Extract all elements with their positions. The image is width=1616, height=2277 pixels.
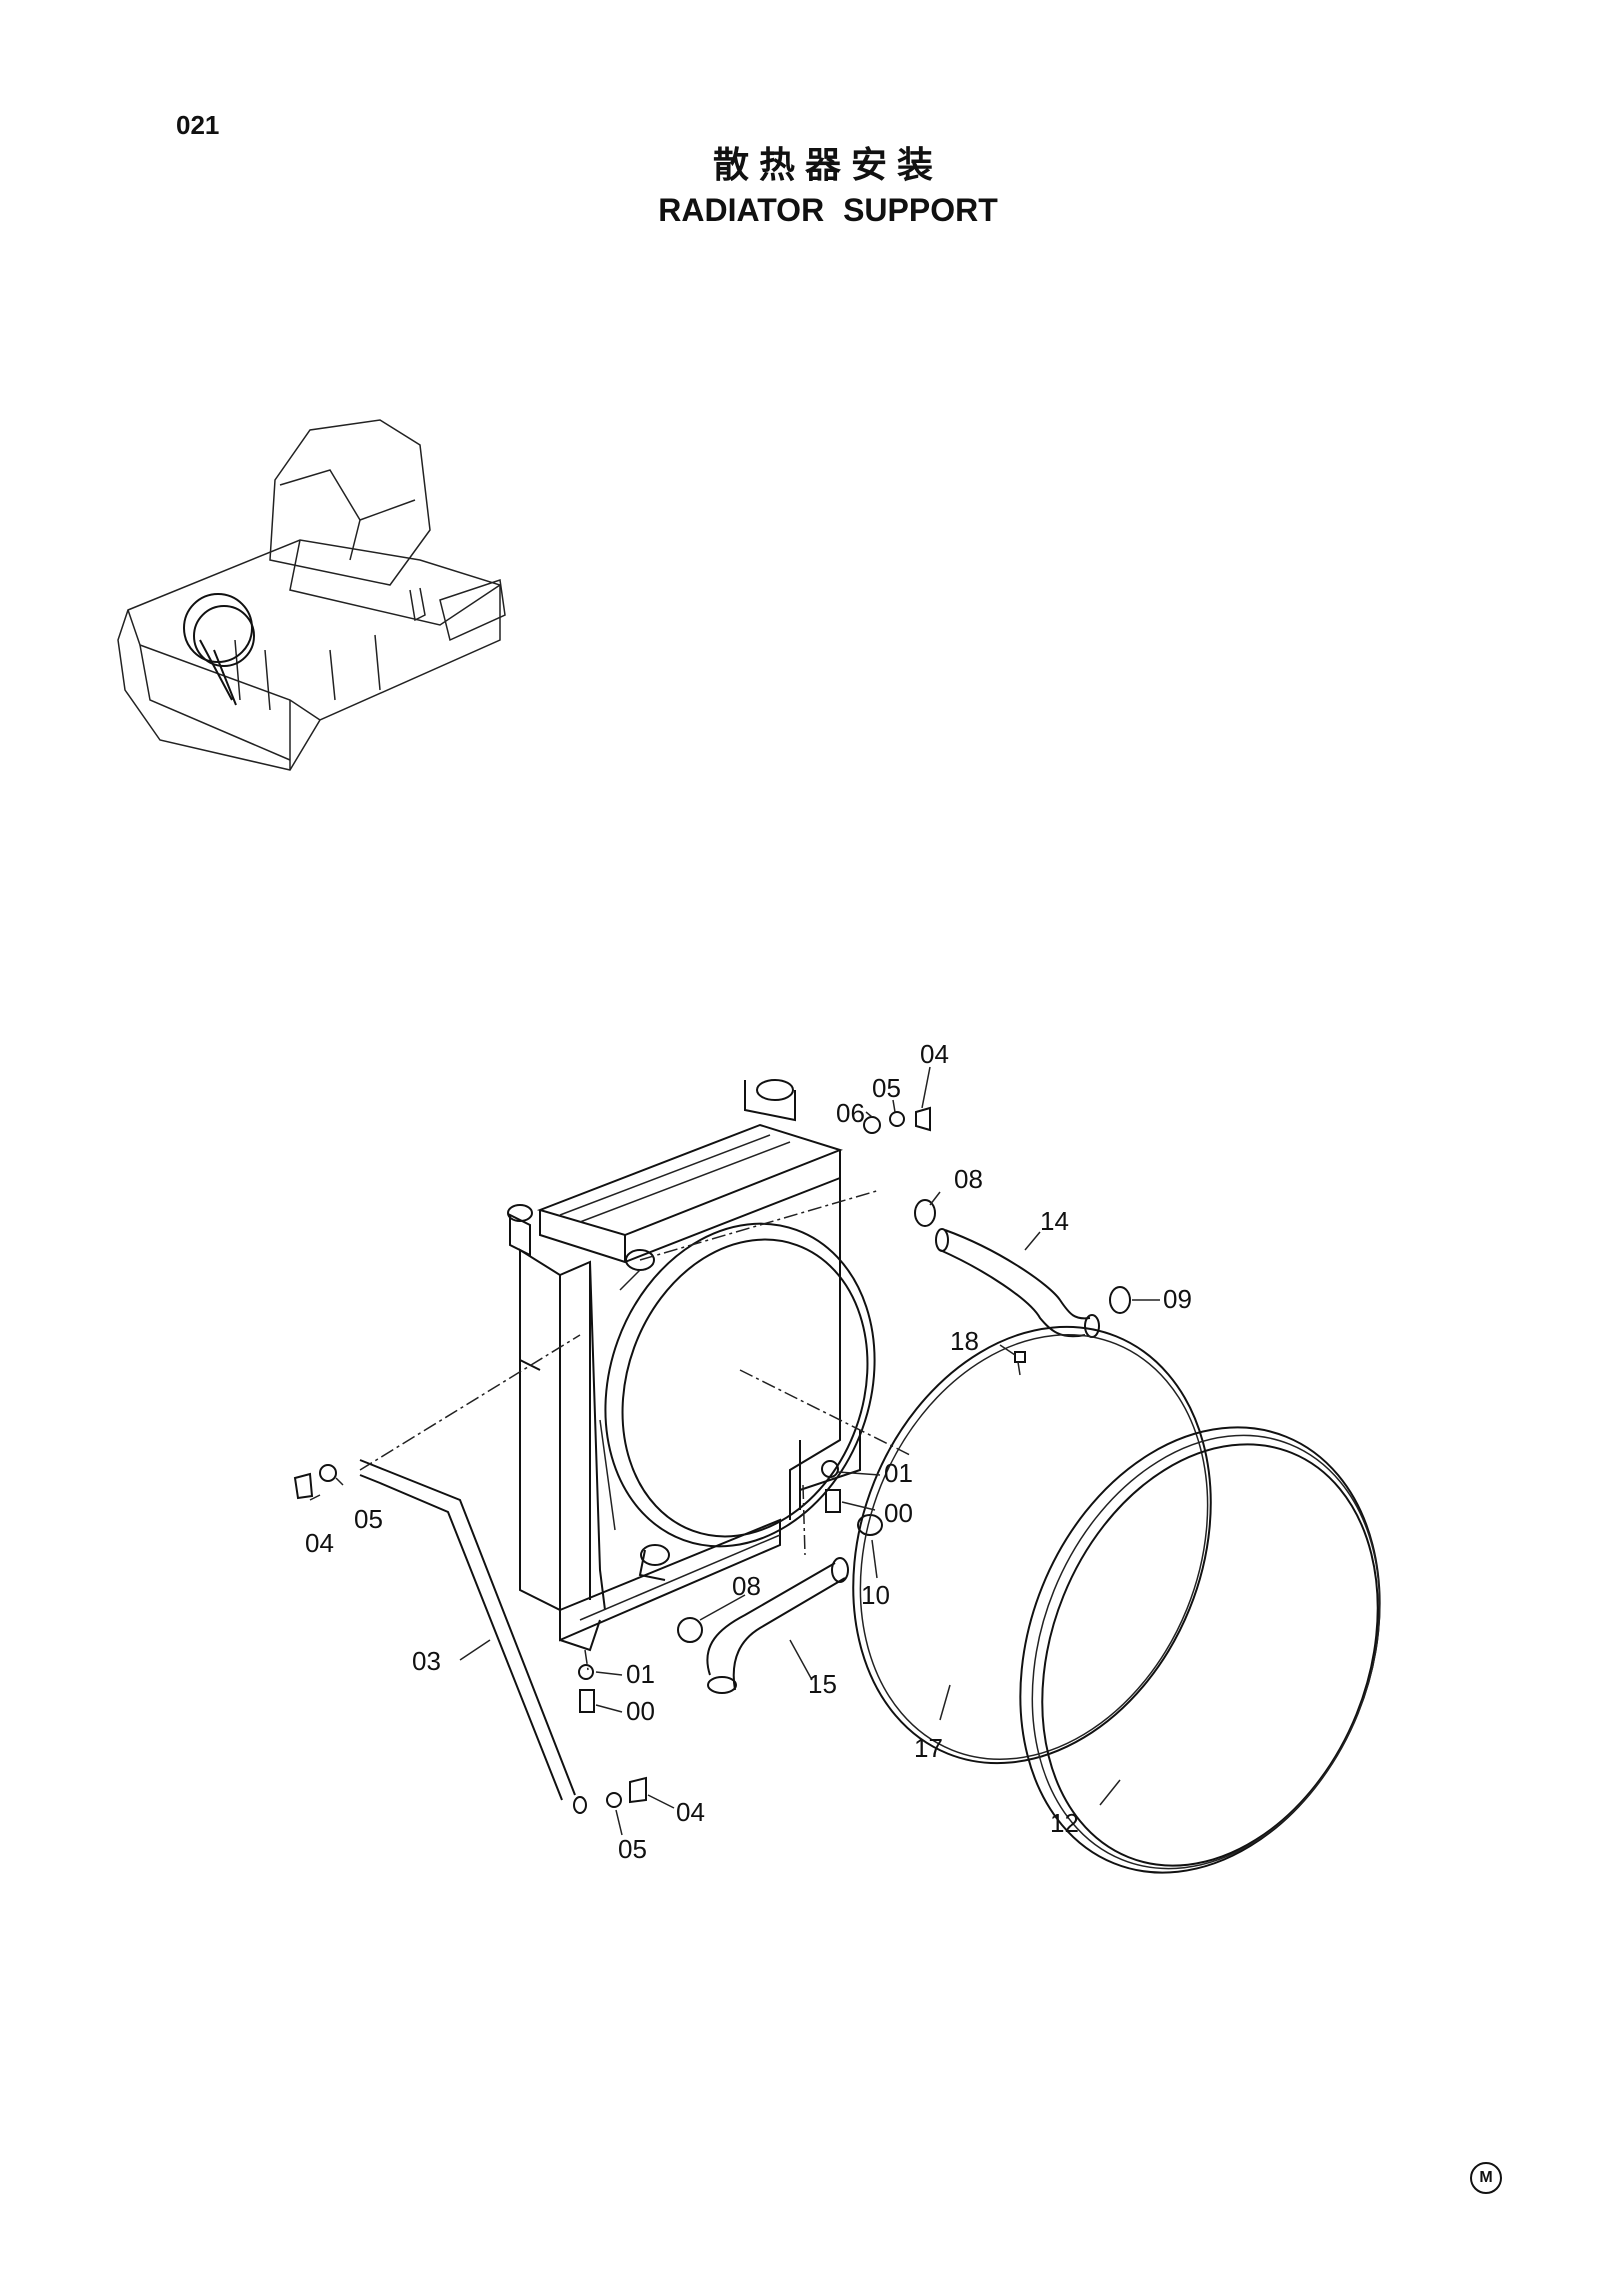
alignment-line <box>802 1484 806 1556</box>
alignment-line <box>359 1334 581 1471</box>
leader-lines <box>309 1066 1160 1836</box>
fasteners <box>293 1106 1026 1808</box>
upper-hose <box>935 1228 1100 1338</box>
callout-14: 14 <box>1040 1206 1069 1236</box>
callout-10: 10 <box>861 1580 890 1610</box>
callout-01-lower: 01 <box>626 1659 655 1689</box>
callout-15: 15 <box>808 1669 837 1699</box>
callout-04-left: 04 <box>305 1528 334 1558</box>
callout-05-left: 05 <box>354 1504 383 1534</box>
callout-00-right: 00 <box>884 1498 913 1528</box>
hose-clamp-08-upper <box>914 1199 936 1227</box>
callout-08-lower: 08 <box>732 1571 761 1601</box>
page-number: 021 <box>176 110 220 140</box>
alignment-line <box>739 1369 911 1456</box>
circled-m-mark: M <box>1470 2162 1502 2194</box>
alignment-line <box>584 1649 589 1671</box>
lower-hose <box>706 1557 849 1694</box>
callout-08-upper: 08 <box>954 1164 983 1194</box>
title-chinese: 散热器安装 <box>712 145 943 186</box>
radiator-assembly <box>507 1079 876 1652</box>
callout-00-lower: 00 <box>626 1696 655 1726</box>
excavator-locator-illustration <box>117 419 506 771</box>
hose-clamp-09 <box>1109 1286 1131 1314</box>
callout-06: 06 <box>836 1098 865 1128</box>
callout-01-right: 01 <box>884 1458 913 1488</box>
callout-04-top: 04 <box>920 1039 949 1069</box>
callout-03: 03 <box>412 1646 441 1676</box>
fan-ring-17 <box>852 1325 1212 1765</box>
alignment-line <box>1017 1361 1021 1376</box>
seal-ring-12 <box>1019 1426 1381 1874</box>
callout-04-bottom: 04 <box>676 1797 705 1827</box>
callout-12: 12 <box>1050 1808 1079 1838</box>
stay-rod <box>359 1459 587 1814</box>
alignment-line <box>639 1189 881 1261</box>
title-english: RADIATOR SUPPORT <box>658 192 998 228</box>
hose-clamp-08-lower <box>677 1617 703 1643</box>
callout-18: 18 <box>950 1326 979 1356</box>
callout-05-top: 05 <box>872 1073 901 1103</box>
callout-09: 09 <box>1163 1284 1192 1314</box>
callout-05-bottom: 05 <box>618 1834 647 1864</box>
hose-clamp-10 <box>857 1514 883 1536</box>
callout-17: 17 <box>914 1733 943 1763</box>
